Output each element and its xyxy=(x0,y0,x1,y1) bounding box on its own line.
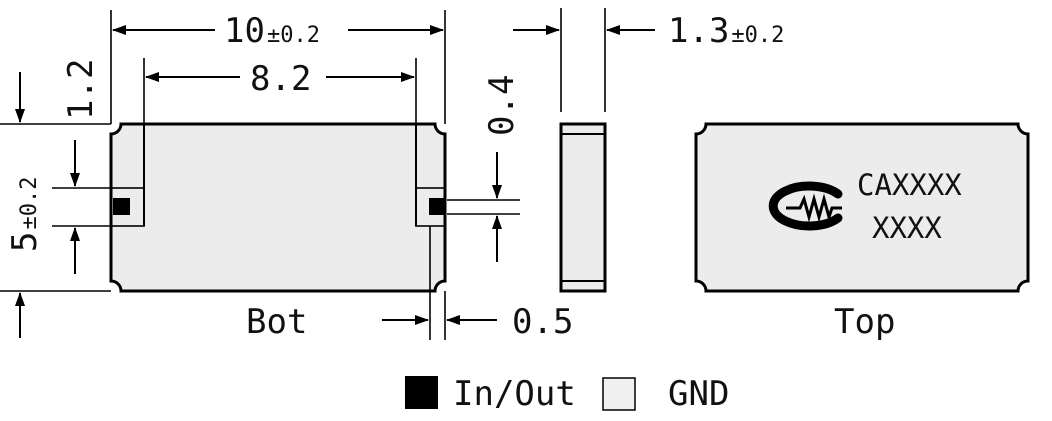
left-pad-outline xyxy=(110,187,145,227)
top-view-label: Top xyxy=(834,302,895,342)
left-io-pad xyxy=(113,198,130,215)
right-io-pad xyxy=(429,198,446,215)
top-body xyxy=(694,122,1030,293)
legend-swatch-inout xyxy=(405,376,438,409)
thickness-value: 1.3 xyxy=(668,11,729,51)
length-dimension: 10±0.2 xyxy=(224,11,320,51)
lead-thickness-value: 0.4 xyxy=(482,75,522,136)
marking-line-1: CAXXXX xyxy=(857,168,962,202)
legend: In/Out GND xyxy=(405,374,729,414)
thickness-dimension: 1.3±0.2 xyxy=(668,11,784,51)
width-value: 5 xyxy=(5,232,45,252)
length-value: 10 xyxy=(224,11,265,51)
end-pad-value: 1.2 xyxy=(61,59,101,120)
legend-label-gnd: GND xyxy=(668,374,729,414)
width-dimension: 5±0.2 xyxy=(5,177,45,252)
pad-gap-value: 0.5 xyxy=(512,302,573,342)
side-view: 1.3±0.2 xyxy=(513,8,784,293)
length-tolerance: ±0.2 xyxy=(267,23,320,48)
lead-thickness-dimension: 0.4 xyxy=(447,75,522,262)
inner-length-value: 8.2 xyxy=(250,59,311,99)
bottom-body xyxy=(109,122,447,293)
thickness-tolerance: ±0.2 xyxy=(731,23,784,48)
legend-swatch-gnd xyxy=(602,377,636,411)
width-tolerance: ±0.2 xyxy=(17,177,42,230)
bottom-view: 10±0.2 8.2 5±0.2 1.2 0.5 Bot xyxy=(0,10,573,342)
manufacturer-logo xyxy=(768,181,843,231)
side-body xyxy=(559,122,607,293)
bottom-view-label: Bot xyxy=(246,302,307,342)
marking-line-2: XXXX xyxy=(872,211,942,245)
legend-label-inout: In/Out xyxy=(453,374,576,414)
top-view: CAXXXX XXXX Top xyxy=(694,122,1030,342)
